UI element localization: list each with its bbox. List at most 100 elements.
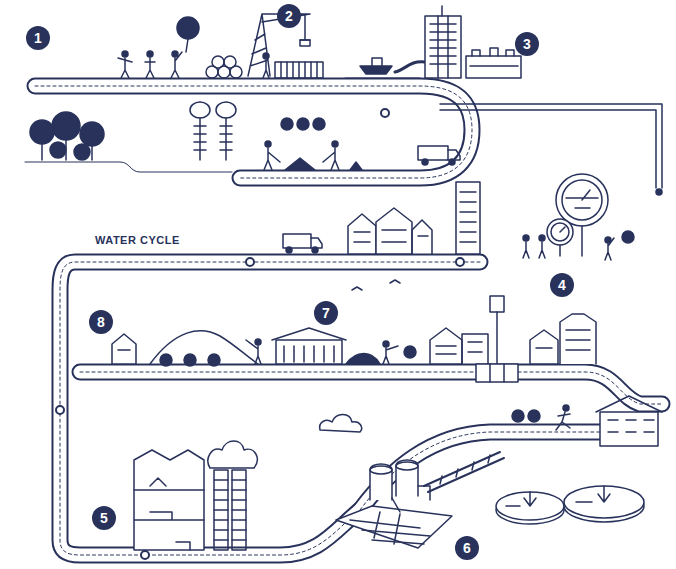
- towers: [194, 118, 232, 160]
- people: [171, 52, 182, 78]
- houses: [456, 182, 480, 254]
- pipes: [224, 56, 236, 68]
- people: [147, 51, 153, 57]
- houses-tower: [476, 364, 518, 382]
- people: [172, 51, 178, 57]
- road: [80, 372, 662, 404]
- workers: [323, 148, 339, 170]
- building: [466, 56, 521, 78]
- runner: [563, 405, 569, 411]
- village: [160, 354, 172, 366]
- trees: [74, 144, 90, 160]
- callout-number: 4: [550, 273, 574, 297]
- callout-number: 1: [26, 26, 50, 50]
- workers: [285, 158, 315, 170]
- road: [141, 551, 149, 559]
- callout-number: 7: [314, 301, 338, 325]
- houses-tower: [462, 334, 488, 364]
- water-meters: [556, 174, 608, 226]
- road: [456, 258, 464, 266]
- houses: [376, 208, 412, 254]
- trees: [52, 112, 80, 140]
- water-meters: [523, 242, 529, 258]
- treatment-hall: [272, 328, 346, 362]
- road: [35, 86, 662, 555]
- truck: [286, 247, 292, 253]
- road: [656, 189, 662, 195]
- road: [35, 86, 472, 178]
- road: [381, 109, 389, 117]
- road: [246, 258, 254, 266]
- village: [208, 354, 220, 366]
- birds: [352, 287, 362, 290]
- treatment-plant: [370, 464, 392, 500]
- road: [80, 372, 662, 404]
- treatment-plant: [392, 486, 430, 512]
- water-meters: [566, 190, 598, 208]
- truck: [283, 234, 322, 253]
- workers: [313, 118, 325, 130]
- workers: [350, 162, 362, 170]
- factory: [134, 450, 204, 550]
- houses: [412, 220, 432, 254]
- truck: [311, 238, 322, 248]
- towers: [190, 102, 210, 118]
- callout-number: 2: [277, 4, 301, 28]
- workers: [264, 148, 280, 170]
- factory: [134, 441, 257, 550]
- treatment-plant: [336, 452, 504, 548]
- birds: [352, 280, 400, 290]
- factory: [134, 478, 204, 550]
- birds: [390, 280, 400, 283]
- village: [150, 331, 258, 364]
- water-meters: [560, 227, 565, 256]
- water-meters: [581, 226, 583, 256]
- water-meters: [523, 235, 529, 241]
- people: [118, 58, 132, 78]
- treatment-hall: [383, 346, 398, 364]
- water-meters: [523, 174, 634, 260]
- houses-tower: [490, 364, 504, 382]
- treatment-hall: [276, 340, 342, 364]
- cloud: [320, 415, 362, 433]
- road: [440, 104, 662, 188]
- truck: [418, 146, 460, 165]
- road: [60, 262, 480, 555]
- road: [35, 86, 472, 178]
- treatment-hall: [346, 354, 380, 365]
- road: [60, 262, 480, 555]
- truck: [449, 159, 455, 165]
- building: [441, 6, 443, 16]
- building: [430, 16, 456, 78]
- balloon: [177, 17, 199, 39]
- road: [80, 372, 662, 404]
- treatment-plant: [370, 466, 392, 474]
- towers: [190, 102, 236, 160]
- village: [255, 339, 261, 345]
- houses-tower: [430, 296, 596, 382]
- workers: [264, 118, 362, 170]
- road: [56, 109, 464, 559]
- village: [112, 334, 136, 364]
- clarifiers: [496, 492, 564, 520]
- houses-tower: [530, 330, 558, 364]
- trees: [25, 162, 232, 172]
- trees: [25, 112, 232, 172]
- water-boat: [345, 78, 420, 79]
- water-meters: [539, 235, 545, 241]
- right-house: [600, 412, 658, 446]
- clarifiers: [496, 486, 644, 524]
- houses-tower: [436, 342, 482, 354]
- building: [425, 16, 461, 78]
- houses-tower: [490, 296, 504, 312]
- treatment-plant: [336, 506, 452, 548]
- water-boat: [360, 66, 392, 74]
- balloon: [177, 17, 199, 52]
- road: [360, 432, 600, 510]
- right-house: [596, 396, 662, 446]
- pipes: [263, 60, 269, 78]
- road: [35, 86, 662, 559]
- callout-number: 5: [92, 506, 116, 530]
- truck: [422, 159, 428, 165]
